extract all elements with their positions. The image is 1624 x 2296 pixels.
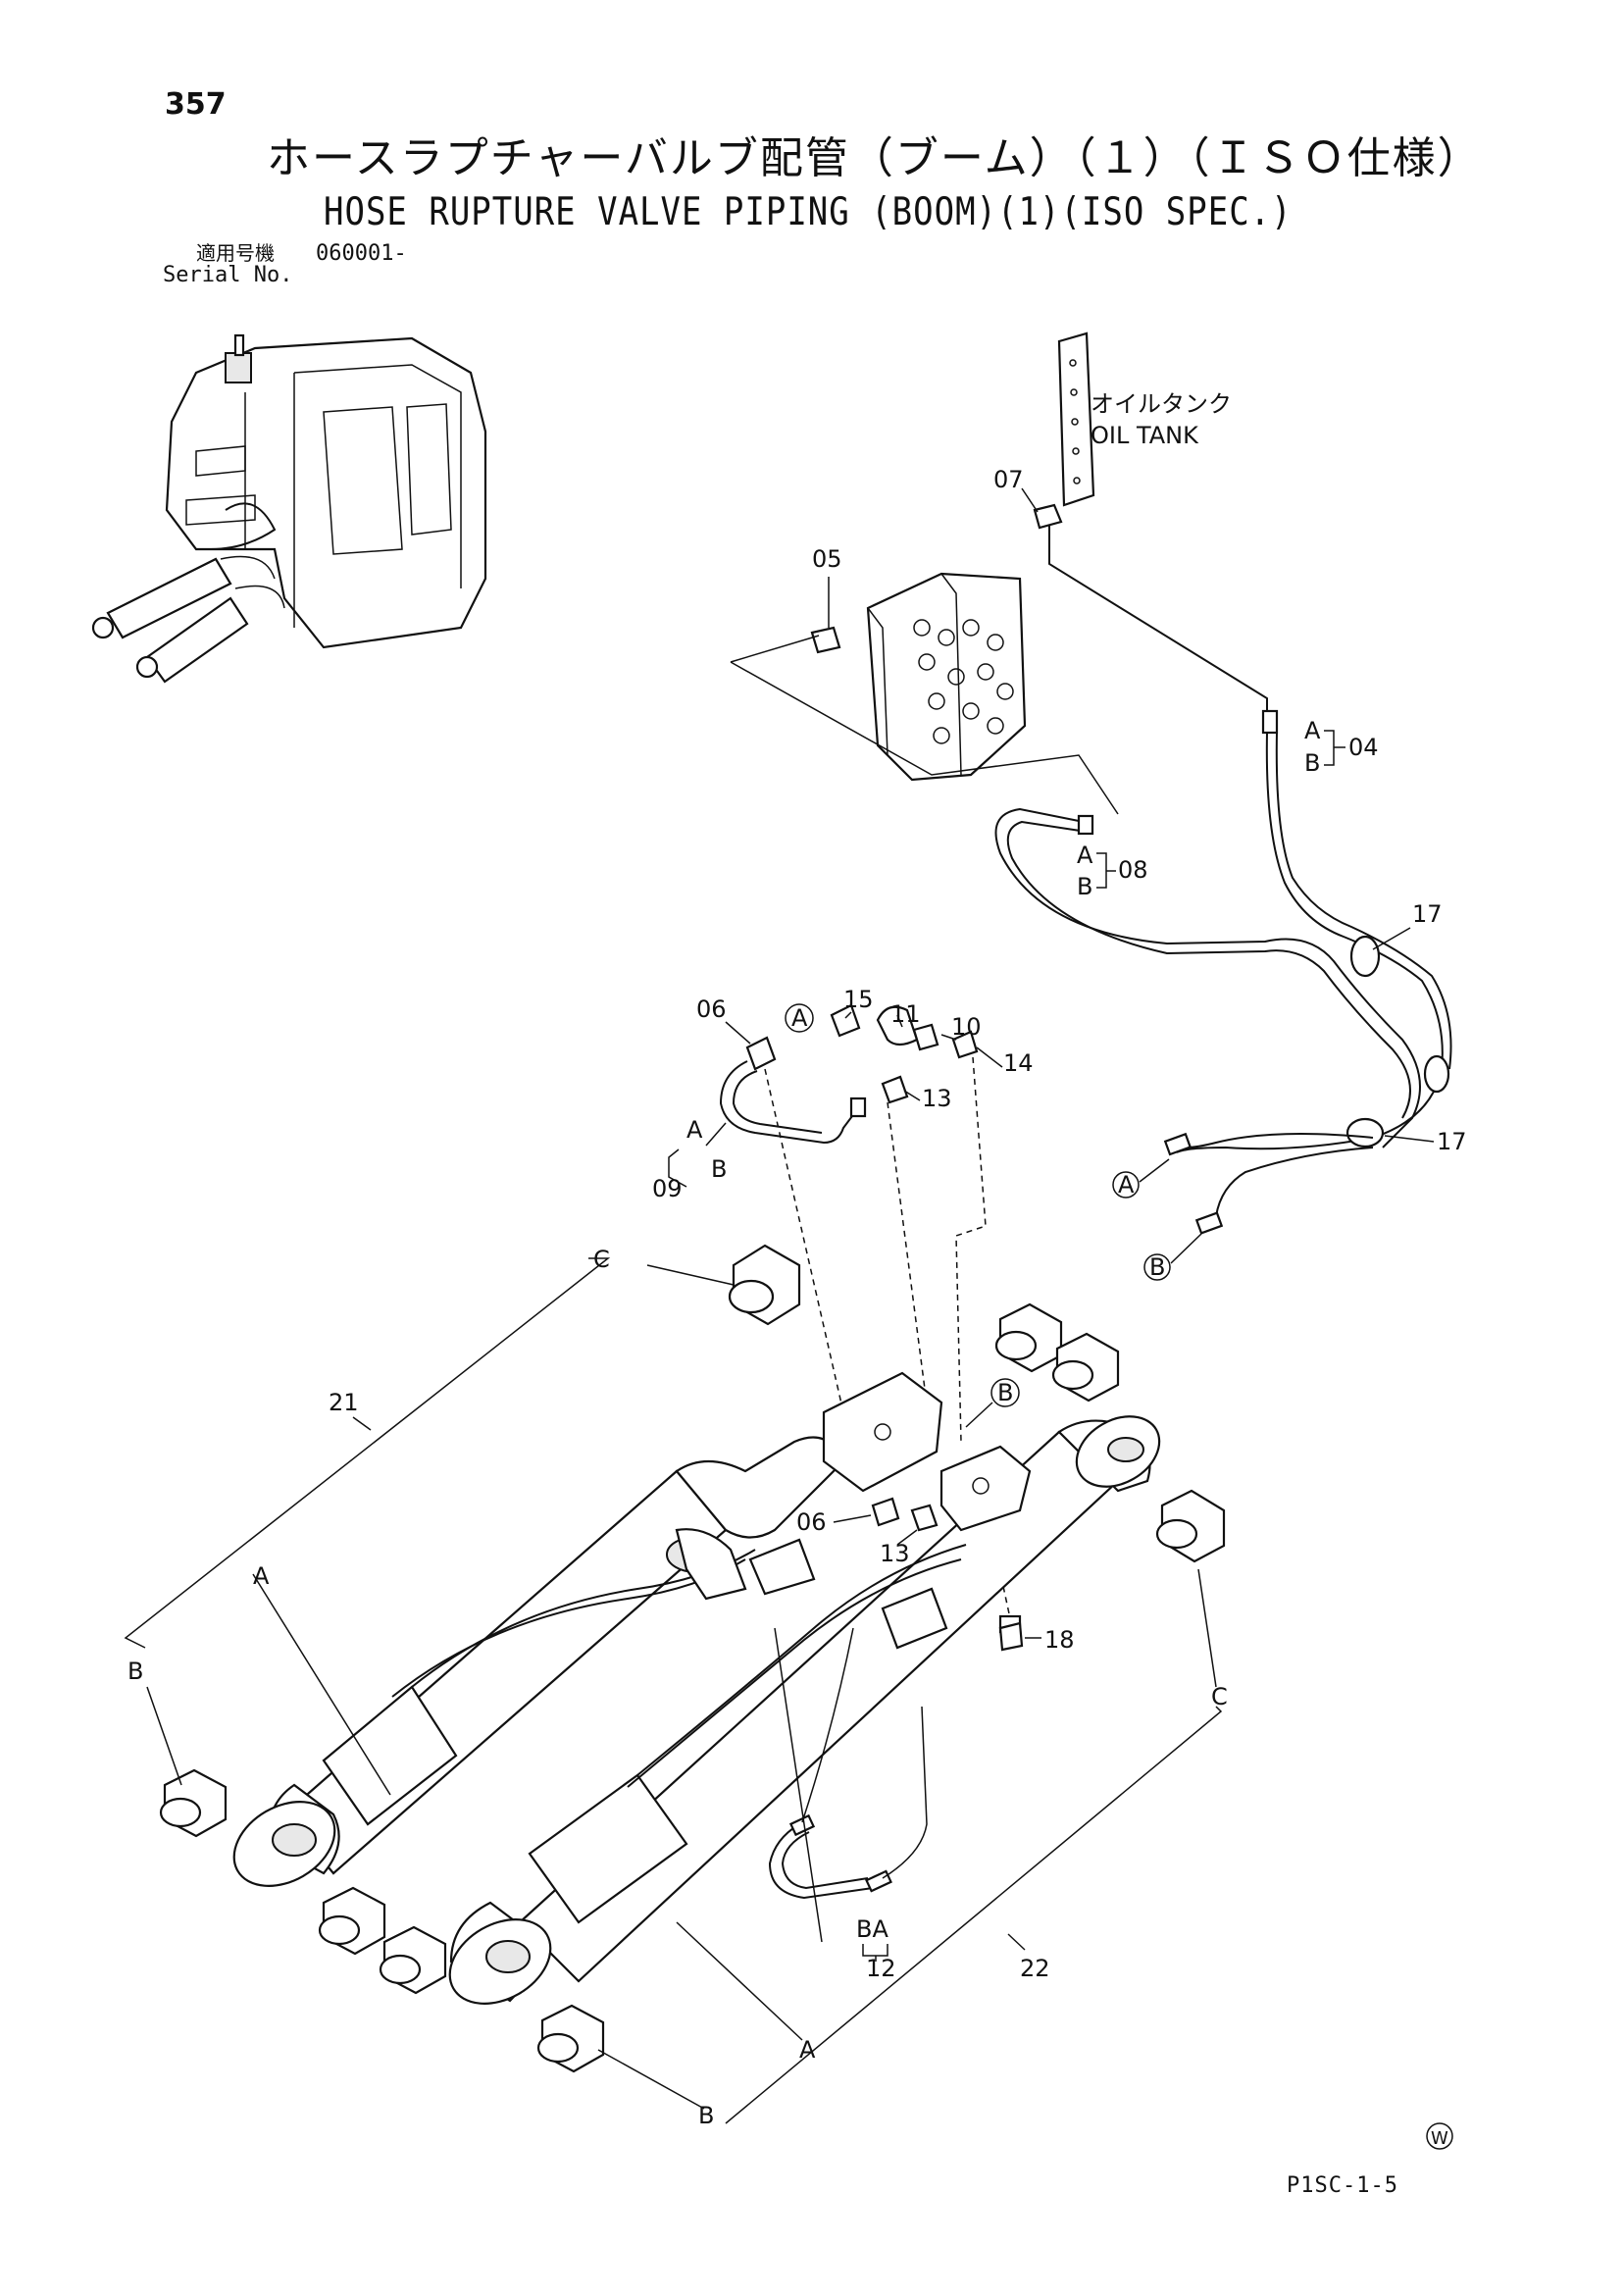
callout-17-upper: 17 <box>1412 900 1443 928</box>
page-number: 357 <box>165 87 227 122</box>
fitting-06-lower <box>871 1497 900 1527</box>
callout-22-b: B <box>698 2102 714 2129</box>
circled-w-label: W <box>1431 2128 1448 2149</box>
callout-13-lower: 13 <box>880 1540 910 1567</box>
serial-label-japanese: 適用号機 <box>196 241 275 265</box>
callout-17-lower: 17 <box>1437 1128 1467 1155</box>
callout-04-a: A <box>1304 717 1321 744</box>
control-valve-assembly <box>730 572 1119 815</box>
callout-07: 07 <box>993 466 1024 493</box>
callout-05: 05 <box>812 545 842 573</box>
assembly-bracket-22 <box>597 1568 1223 2124</box>
callout-04: 04 <box>1348 734 1379 761</box>
callout-22: 22 <box>1020 1955 1050 1982</box>
circled-a-label-top: A <box>791 1004 808 1032</box>
callout-13-upper: 13 <box>922 1085 952 1112</box>
callout-12: 12 <box>866 1955 896 1982</box>
circled-w-mark <box>1426 2122 1453 2150</box>
circled-b-label: B <box>1149 1253 1165 1281</box>
callout-06-lower: 06 <box>796 1508 827 1536</box>
serial-number-value: 060001- <box>316 241 407 266</box>
callout-22-c: C <box>1211 1683 1228 1710</box>
callout-14: 14 <box>1003 1049 1034 1077</box>
callout-22-a: A <box>799 2036 816 2064</box>
boom-cylinder-22 <box>448 1415 1161 2005</box>
machine-location-thumbnail <box>91 333 487 684</box>
circled-a-marker-top <box>785 1003 814 1033</box>
fitting-18 <box>998 1621 1024 1652</box>
document-code: P1SC-1-5 <box>1287 2173 1398 2198</box>
callout-21: 21 <box>329 1389 359 1416</box>
oil-tank-label-jp: オイルタンク <box>1091 390 1232 418</box>
bushings <box>159 1244 1226 2073</box>
hose-rupture-valve <box>822 1371 1032 1532</box>
circled-a-marker <box>1112 1171 1140 1199</box>
hose-04 <box>1176 709 1452 1153</box>
callout-06-upper: 06 <box>696 995 727 1023</box>
callout-04-b: B <box>1304 749 1320 777</box>
callout-08-b: B <box>1077 873 1092 900</box>
callout-11: 11 <box>890 1000 921 1028</box>
callout-21-a: A <box>253 1562 270 1590</box>
page-title-japanese: ホースラプチャーバルブ配管（ブーム）（１）（ＩＳＯ仕様） <box>267 133 1483 183</box>
boom-cylinder-21 <box>232 1436 845 1887</box>
fitting-13-lower <box>910 1504 939 1532</box>
hose-clamp-17 <box>1345 935 1450 1148</box>
callout-21-b: B <box>127 1658 143 1685</box>
oil-tank-label-en: OIL TANK <box>1091 422 1199 449</box>
circled-b-label-mid: B <box>997 1379 1013 1406</box>
circled-b-marker <box>1143 1253 1171 1281</box>
hose-09-and-fittings <box>719 1003 979 1145</box>
callout-09-a: A <box>686 1116 703 1144</box>
callout-12-ba: BA <box>856 1915 888 1943</box>
circled-b-marker-mid <box>990 1378 1020 1407</box>
callout-15: 15 <box>843 986 874 1013</box>
oil-tank-bracket <box>1033 332 1268 711</box>
callout-08-a: A <box>1077 842 1093 869</box>
hose-ends-to-boom <box>1163 1132 1374 1235</box>
hose-12 <box>768 1627 928 1900</box>
circled-a-label: A <box>1118 1171 1135 1199</box>
callout-09-b: B <box>711 1155 727 1183</box>
hose-08 <box>994 807 1421 1148</box>
callout-10: 10 <box>951 1013 982 1041</box>
callout-18: 18 <box>1044 1626 1075 1654</box>
serial-label-english: Serial No. <box>163 263 293 287</box>
callout-09: 09 <box>652 1175 683 1202</box>
callout-08: 08 <box>1118 856 1148 884</box>
assembly-bracket-21 <box>124 1257 735 1796</box>
callout-21-c: C <box>593 1246 610 1273</box>
page-title-english: HOSE RUPTURE VALVE PIPING (BOOM)(1)(ISO … <box>324 189 1293 235</box>
